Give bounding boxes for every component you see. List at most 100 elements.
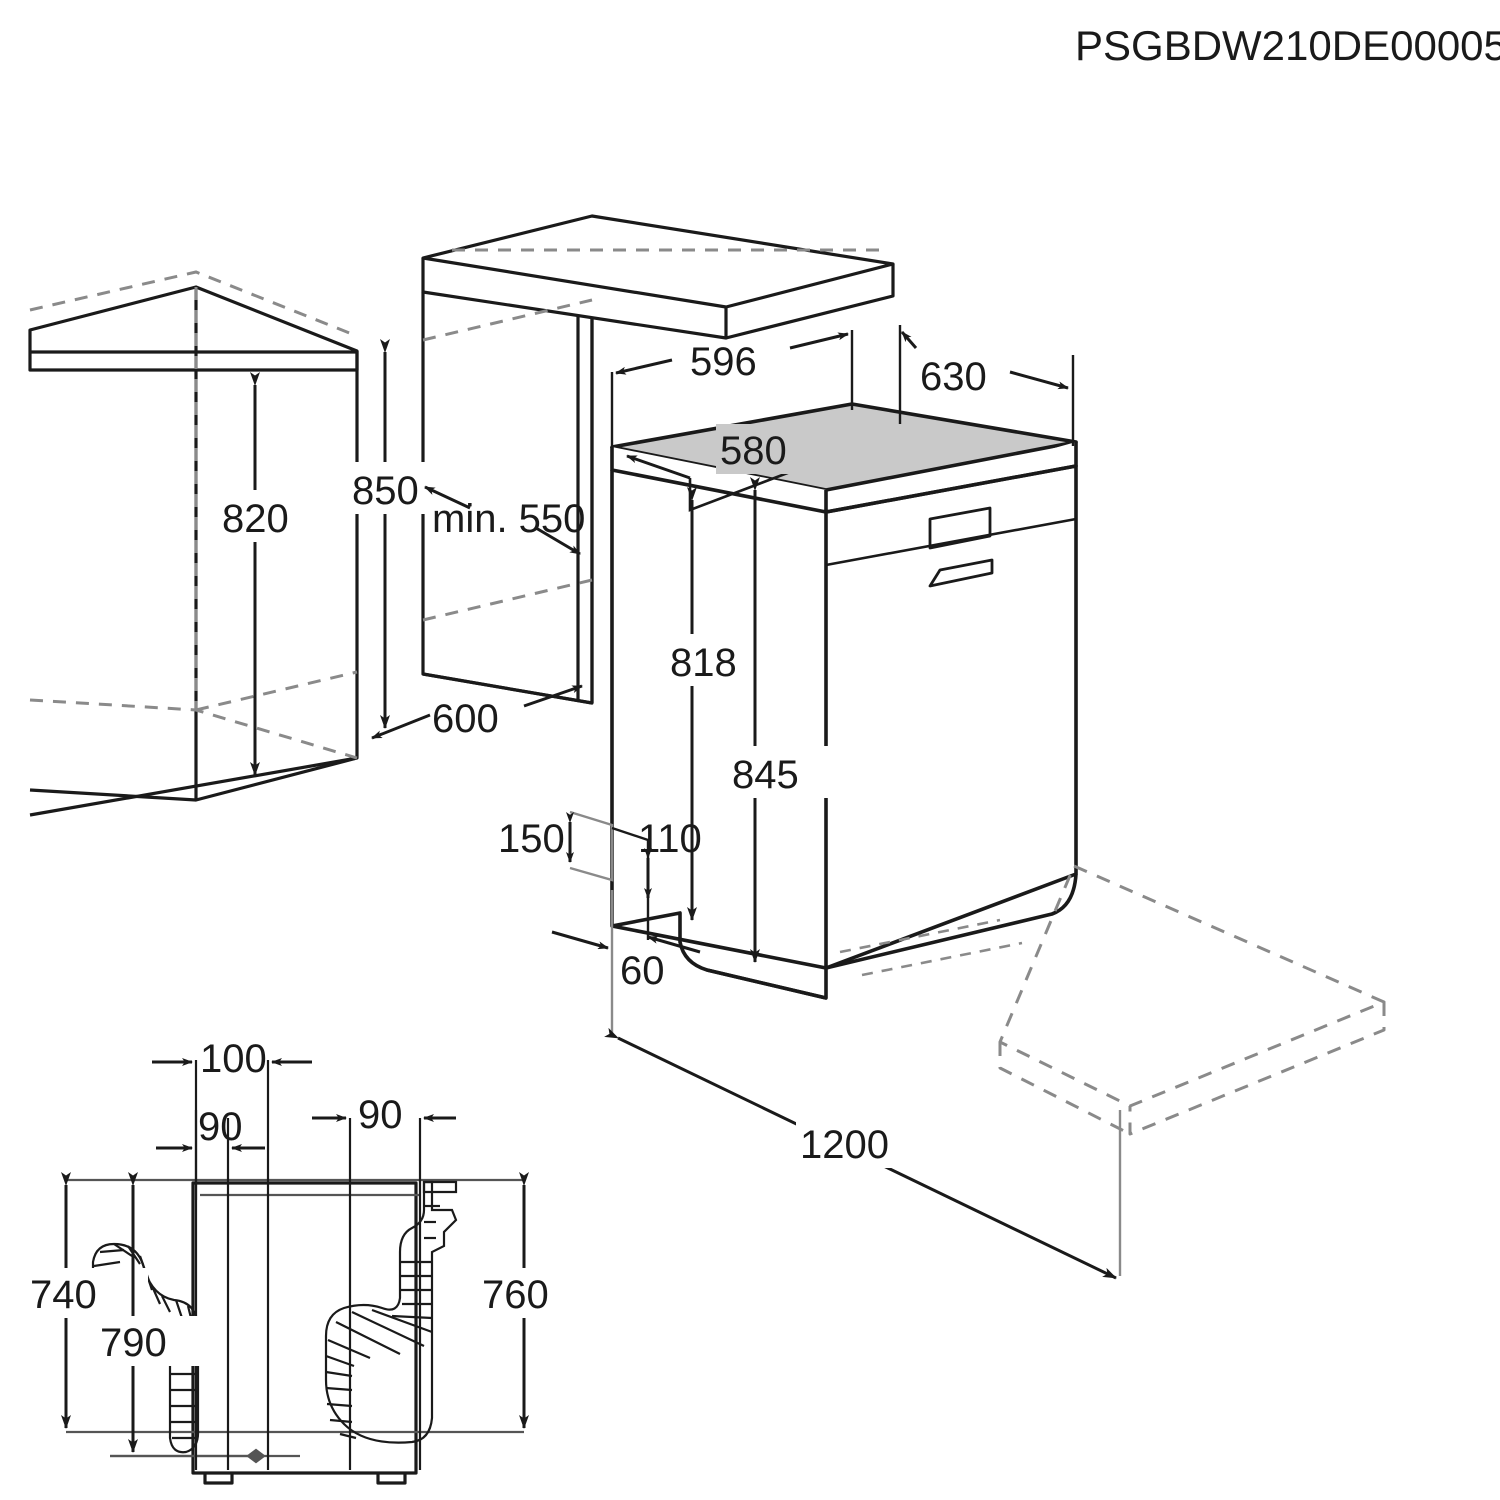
dishwasher-plinth-right [825,873,1078,970]
dim-550-leader-lower [535,526,581,556]
dim-630-arrow-right [1009,370,1069,390]
power-cord-plug [246,1448,266,1464]
dim-100-label: 100 [200,1037,267,1081]
dimension-596: 596 [610,330,854,452]
drain-hose-rib-8 [150,1285,162,1305]
dimension-150: 150 [498,810,614,882]
left-hidden-rear-edge [195,670,358,712]
dishwasher-body-group [610,464,1078,1000]
dim-600-label: 600 [432,697,499,741]
rear-view-body-outline [191,1181,418,1475]
dimension-850: 850 [346,339,468,729]
dim-150-bracket [569,810,614,882]
dishwasher-hidden-base-lines [839,918,1023,977]
dim-550-leader-upper [424,485,471,510]
dim-820-label: 820 [222,497,289,541]
dishwasher-display-window [928,506,992,550]
middle-worktop-top-face [421,214,895,309]
dim-580-label: 580 [720,429,787,473]
dim-596-label: 596 [690,340,757,384]
inlet-hose-cap [422,1180,458,1194]
dim-818-label: 818 [670,641,737,685]
dimension-760: 760 [478,1172,600,1429]
middle-cabinet-group [421,214,895,705]
left-hidden-floor-diag [29,698,358,760]
dim-790-label: 790 [100,1321,167,1365]
drain-hose-rib-10 [174,1299,184,1319]
dim-850-label: 850 [352,469,419,513]
dishwasher-hidden-base-2 [861,941,1023,977]
dim-596-arrow-left [615,358,673,375]
dimension-110: 110 [611,817,702,940]
dim-90a-label: 90 [198,1105,243,1149]
dim-630-label: 630 [920,355,987,399]
dim-1200-label: 1200 [800,1123,889,1167]
dimension-90-right: 90 [312,1093,456,1137]
drain-hose-rib-3 [99,1248,125,1254]
dimension-600: 600 [371,684,583,741]
door-footprint-left-thickness [998,1042,1131,1136]
dim-60-label: 60 [620,949,665,993]
inlet-rib-v7 [351,1311,425,1347]
dim-150-label: 150 [498,817,565,861]
inlet-hose [324,1180,458,1444]
dim-845-label: 845 [732,753,799,797]
drain-hose-rib-9 [161,1295,171,1313]
dim-110-label: 110 [638,817,702,861]
inlet-rib-v13 [326,1402,353,1408]
door-footprint-outline [998,864,1386,1108]
middle-cabinet-hidden-lines [422,248,880,622]
rear-view-foot-left [203,1473,234,1485]
dim-760-label: 760 [482,1273,549,1317]
middle-hidden-back-left [422,298,593,342]
inlet-rib-v14 [329,1418,353,1424]
middle-niche-floor [422,672,593,705]
dimension-580: 580 [626,424,834,512]
dimension-820: 820 [215,372,335,776]
inlet-rib-v15 [339,1432,357,1440]
dim-596-arrow-right [789,332,849,350]
left-cabinet-hidden-lines [29,270,358,760]
dimension-790: 790 [96,1172,218,1453]
dishwasher-door-handle [928,558,994,588]
dimension-740: 740 [26,1172,148,1429]
left-cabinet-side-panel [194,287,359,802]
dishwasher-plinth-bottom-edge [706,968,827,1000]
inlet-rib-v6 [371,1308,433,1334]
inlet-rib-v11 [325,1370,353,1378]
dishwasher-left-side-panel [610,470,828,970]
drawing-code-label: PSGBDW210DE00005 [1075,22,1500,69]
dim-60-arrow-left [551,930,609,950]
dishwasher-hidden-base-1 [839,918,1001,954]
inlet-rib-v5 [391,1314,433,1320]
dishwasher-plinth-recess-left [611,911,828,1000]
middle-hidden-back-floor [422,578,593,622]
dimension-630: 630 [898,325,1075,446]
dim-600-leader-left [371,713,431,740]
dimension-60: 60 [551,930,701,993]
dimension-1200: 1200 [604,890,1117,1280]
power-cord [110,1448,266,1464]
dimension-min-550: min. 550 [424,485,585,556]
dishwasher-control-panel-line [825,517,1077,567]
inlet-rib-v12 [325,1386,353,1392]
dim-630-arrow-left [900,331,918,349]
rear-view-foot-right [376,1473,407,1485]
dimension-845: 845 [726,477,848,963]
door-footprint-thickness [1128,1002,1386,1136]
left-hidden-top-back [29,270,358,338]
dim-550-label: min. 550 [432,497,585,541]
dishwasher-front-face [825,464,1078,970]
inlet-hose-outer [324,1180,458,1444]
dimension-818: 818 [664,487,786,921]
left-cabinet-group [28,285,359,817]
floor-line-left-2 [29,788,197,802]
drain-hose-rib-2 [93,1260,121,1268]
dimension-90-left: 90 [156,1105,265,1152]
floor-line-left [29,756,358,817]
dim-740-label: 740 [30,1273,97,1317]
middle-worktop-right-thickness [725,264,895,340]
dim-580-leader-left [626,454,691,480]
dim-110-ext [611,826,650,940]
